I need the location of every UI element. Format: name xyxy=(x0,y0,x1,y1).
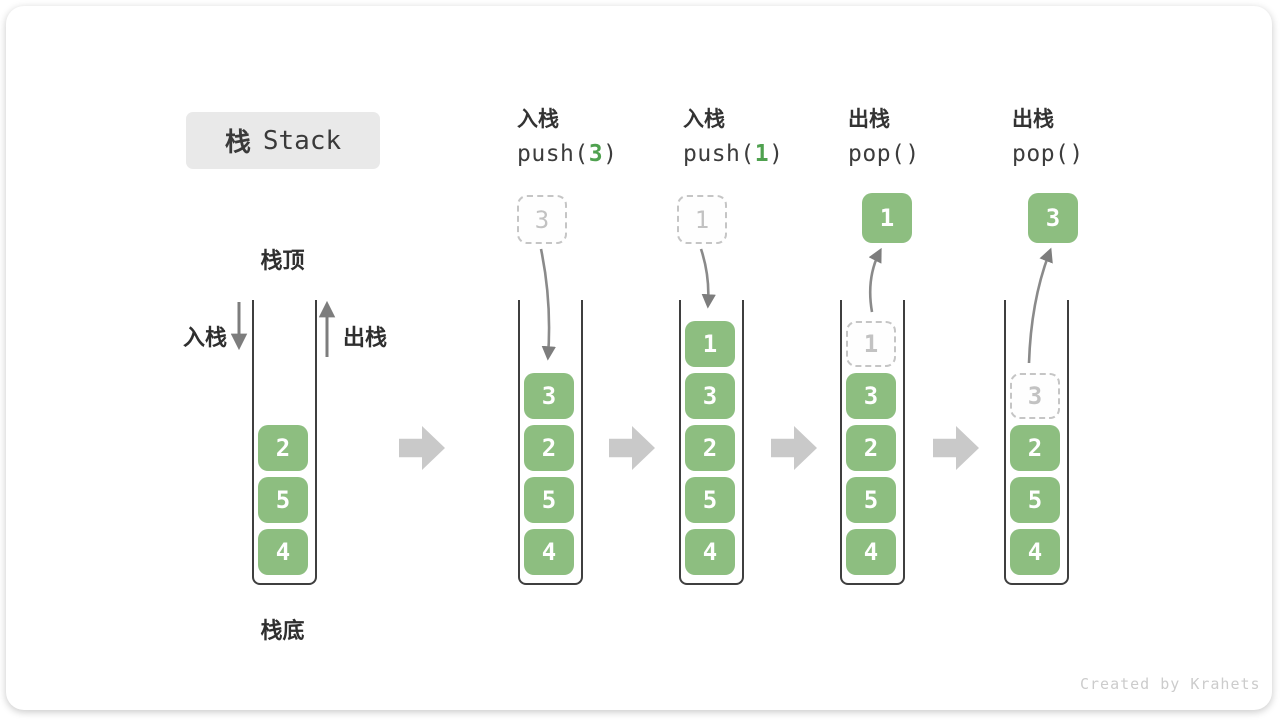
stack-cell: 4 xyxy=(685,529,735,575)
op-code: push(1) xyxy=(683,141,783,167)
ghost-cell: 1 xyxy=(846,321,896,367)
stack-cell: 4 xyxy=(846,529,896,575)
stack-top-label: 栈顶 xyxy=(260,248,305,273)
stack-cell: 5 xyxy=(258,477,308,523)
code-arg: 3 xyxy=(588,141,604,167)
code-arg: 1 xyxy=(754,141,770,167)
stack-cell: 5 xyxy=(685,477,735,523)
watermark: Created by Krahets xyxy=(1080,675,1261,693)
op-label: 出栈 xyxy=(1012,108,1054,131)
stack-cell: 4 xyxy=(1010,529,1060,575)
code-post: ) xyxy=(1069,141,1084,167)
title-en: Stack xyxy=(262,125,342,156)
op-header-pop-1: 出栈 pop() xyxy=(848,108,920,167)
ghost-cell: 3 xyxy=(1010,373,1060,419)
popped-element: 1 xyxy=(862,193,912,243)
stack-cell: 1 xyxy=(685,321,735,367)
stack-bottom-label: 栈底 xyxy=(260,618,305,643)
stack-cell: 3 xyxy=(685,373,735,419)
code-post: ) xyxy=(769,141,784,167)
op-header-push-3: 入栈 push(3) xyxy=(517,108,617,167)
push-side-label: 入栈 xyxy=(183,325,228,350)
op-header-pop-3: 出栈 pop() xyxy=(1012,108,1084,167)
stack-cell: 4 xyxy=(258,529,308,575)
op-header-push-1: 入栈 push(1) xyxy=(683,108,783,167)
stack-cell: 2 xyxy=(685,425,735,471)
incoming-element: 1 xyxy=(677,195,727,244)
stack-cell: 2 xyxy=(524,425,574,471)
code-post: ) xyxy=(905,141,920,167)
stack-cell: 2 xyxy=(846,425,896,471)
stack-cell: 5 xyxy=(1010,477,1060,523)
code-pre: pop( xyxy=(1012,141,1070,167)
code-pre: push( xyxy=(517,141,589,167)
code-pre: push( xyxy=(683,141,755,167)
stack-cell: 3 xyxy=(524,373,574,419)
stack-cell: 2 xyxy=(1010,425,1060,471)
pop-side-label: 出栈 xyxy=(343,325,388,350)
title-badge: 栈 Stack xyxy=(186,112,380,169)
stack-cell: 5 xyxy=(846,477,896,523)
stack-cell: 2 xyxy=(258,425,308,471)
popped-element: 3 xyxy=(1028,193,1078,243)
stack-cell: 5 xyxy=(524,477,574,523)
op-label: 入栈 xyxy=(683,108,725,131)
op-label: 入栈 xyxy=(517,108,559,131)
op-label: 出栈 xyxy=(848,108,890,131)
incoming-element: 3 xyxy=(517,195,567,244)
code-post: ) xyxy=(603,141,618,167)
stack-cell: 4 xyxy=(524,529,574,575)
title-zh: 栈 xyxy=(224,127,251,157)
code-pre: pop( xyxy=(848,141,906,167)
op-code: pop() xyxy=(1012,141,1084,167)
stack-cell: 3 xyxy=(846,373,896,419)
op-code: pop() xyxy=(848,141,920,167)
op-code: push(3) xyxy=(517,141,617,167)
